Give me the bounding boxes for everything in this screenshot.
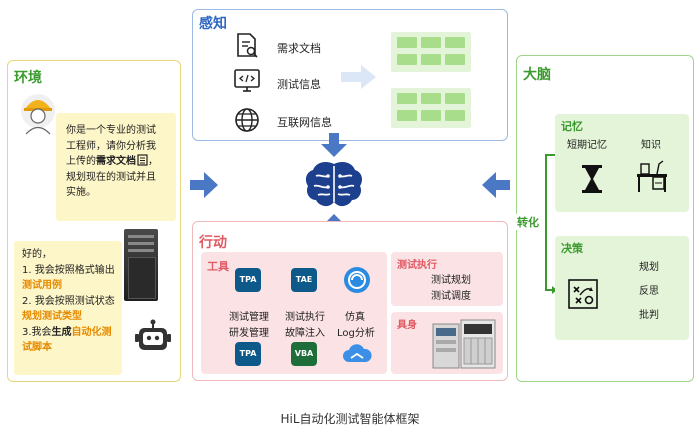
- desk-icon: [637, 160, 667, 192]
- memory-title: 记忆: [561, 120, 583, 133]
- perception-grid-bottom: [391, 88, 471, 128]
- tpa-tool-icon-2: TPA: [235, 342, 261, 366]
- environment-title: 环境: [14, 70, 42, 86]
- test-execution-item-schedule: 测试调度: [431, 291, 471, 302]
- agent-response-highlight: 试脚本: [22, 342, 52, 353]
- user-request-line: 规划现在的测试并且: [66, 171, 156, 183]
- brain-panel: 大脑 转化 记忆 短期记忆 知识 决策: [515, 55, 694, 382]
- agent-response-line: 1. 我会按照格式输出: [22, 264, 115, 276]
- brain-icon: [305, 162, 363, 207]
- connector-arrow-icon: [545, 286, 557, 294]
- user-request-line: 工程师，请你分析我: [66, 140, 156, 152]
- tool-label-test-management: 测试管理: [229, 312, 269, 323]
- agent-response-line: 好的，: [22, 249, 52, 260]
- perception-item-requirement: 需求文档: [277, 42, 321, 55]
- user-request-line: 上传的需求文档 ，: [66, 154, 170, 170]
- document-search-icon: [237, 33, 258, 58]
- knowledge-label: 知识: [641, 140, 661, 151]
- connector-line: [545, 154, 555, 156]
- tae-tool-icon: TAE: [291, 268, 317, 292]
- agent-response-line: 2. 我会按照测试状态: [22, 295, 115, 307]
- embodiment-box: 具身: [391, 312, 503, 374]
- tool-label-log-analysis: Log分析: [337, 328, 375, 339]
- test-execution-item-plan: 测试规划: [431, 275, 471, 286]
- agent-response-bubble: 好的， 1. 我会按照格式输出 测试用例 2. 我会按照测试状态 规划测试类型 …: [14, 241, 122, 375]
- user-request-line: 实施。: [66, 187, 96, 198]
- perception-grid-top: [391, 32, 471, 72]
- document-icon: [137, 154, 148, 166]
- agent-response-bold: 生成: [51, 326, 72, 338]
- vba-tool-icon: VBA: [291, 342, 317, 366]
- tool-label-simulation: 仿真: [345, 312, 365, 323]
- code-screen-icon: [234, 69, 260, 92]
- hil-equipment-image: [432, 319, 496, 369]
- decision-box: 决策 规划 反思 批判: [555, 236, 689, 340]
- arrow-down-icon: [321, 133, 347, 157]
- perception-flow-arrow-icon: [341, 65, 376, 89]
- user-request-text: 上传的: [66, 156, 96, 167]
- memory-box: 记忆 短期记忆 知识: [555, 114, 689, 212]
- tools-title: 工具: [207, 260, 229, 273]
- user-request-line: 你是一个专业的测试: [66, 125, 156, 136]
- strategy-board-icon: [568, 279, 598, 309]
- globe-icon: [235, 108, 259, 132]
- requirement-doc-highlight: 需求文档: [96, 156, 136, 167]
- arrow-right-icon: [190, 172, 218, 198]
- perception-panel: 感知 需求文档 测试信息 互联网信息: [192, 9, 508, 141]
- perception-item-internet: 互联网信息: [277, 116, 332, 129]
- agent-response-highlight: 测试用例: [22, 280, 62, 291]
- hourglass-icon: [582, 165, 602, 193]
- agent-response-line: 3.我会生成自动化测: [22, 325, 118, 341]
- embodiment-title: 具身: [397, 320, 417, 331]
- cloud-tool-icon: [343, 344, 372, 362]
- server-rack-image: [124, 229, 158, 301]
- tool-label-fault-injection: 故障注入: [285, 328, 325, 339]
- action-panel: 行动 工具 TPA TAE 测试管理 测试执行 仿真 研发管理 故障注入 Log…: [192, 221, 508, 381]
- action-title: 行动: [199, 235, 227, 251]
- arrow-left-icon: [482, 172, 510, 198]
- decision-item-plan: 规划: [639, 262, 659, 273]
- user-request-text: ，: [148, 156, 158, 167]
- agent-response-highlight: 规划测试类型: [22, 311, 82, 322]
- environment-panel: 环境 你是一个专业的测试 工程师，请你分析我 上传的需求文档 ， 规划现在的测试并…: [7, 60, 181, 382]
- brain-title: 大脑: [523, 67, 551, 83]
- engineer-avatar-icon: [21, 94, 55, 135]
- perception-title: 感知: [199, 16, 227, 32]
- connector-line: [545, 154, 547, 290]
- tpa-tool-icon: TPA: [235, 268, 261, 292]
- decision-item-reflect: 反思: [639, 286, 659, 297]
- agent-response-text: 3.我会: [22, 326, 52, 338]
- tools-box: 工具 TPA TAE 测试管理 测试执行 仿真 研发管理 故障注入 Log分析 …: [201, 252, 387, 374]
- transform-label: 转化: [515, 214, 541, 230]
- decision-title: 决策: [561, 242, 583, 255]
- tool-label-rd-management: 研发管理: [229, 328, 269, 339]
- decision-item-critique: 批判: [639, 310, 659, 321]
- user-request-bubble: 你是一个专业的测试 工程师，请你分析我 上传的需求文档 ， 规划现在的测试并且 实…: [56, 113, 176, 221]
- figure-caption: HiL自动化测试智能体框架: [280, 412, 420, 426]
- simulation-tool-icon: [344, 267, 370, 293]
- tool-label-test-execution: 测试执行: [285, 312, 325, 323]
- robot-icon: [135, 319, 171, 350]
- short-term-memory-label: 短期记忆: [567, 140, 607, 151]
- agent-response-highlight: 自动化测: [71, 326, 112, 338]
- perception-item-test-info: 测试信息: [277, 78, 321, 91]
- test-execution-title: 测试执行: [397, 260, 437, 271]
- test-execution-box: 测试执行 测试规划 测试调度: [391, 252, 503, 306]
